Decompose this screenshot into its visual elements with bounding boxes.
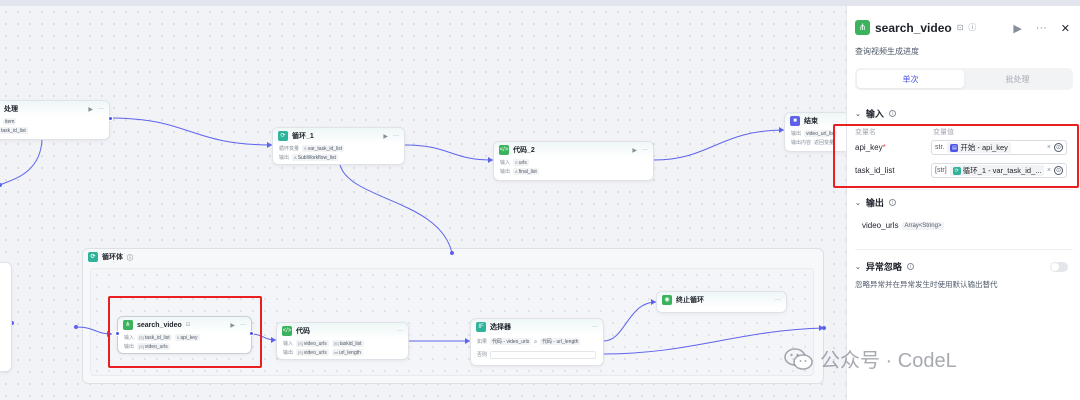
if-icon: IF: [476, 322, 486, 332]
info-icon: i: [888, 199, 896, 206]
exception-section-header[interactable]: ⌄ 异常忽略 i: [855, 260, 914, 273]
run-icon[interactable]: ▶: [383, 133, 388, 140]
info-icon: i: [906, 263, 914, 270]
input-handle[interactable]: [115, 331, 120, 336]
tab-single[interactable]: 单次: [857, 70, 964, 88]
edge-code2-end: [653, 129, 785, 161]
watermark: 公众号 · CodeL: [784, 344, 957, 373]
clear-icon[interactable]: ×: [1046, 144, 1051, 151]
node-selector[interactable]: IF 选择器 ··· 如果 代码 - video_urls ≥ 代码 - url…: [470, 318, 604, 366]
clear-icon[interactable]: ×: [1046, 167, 1052, 174]
loop-body-title: ⟳ 循环体 ⓘ: [88, 252, 133, 262]
end-icon: ■: [790, 116, 800, 126]
node-terminate-loop[interactable]: ◉ 终止循环 ···: [656, 291, 787, 313]
edge-batch-loop1: [109, 117, 273, 146]
node-left-partial[interactable]: [0, 262, 12, 372]
more-icon[interactable]: ···: [592, 324, 598, 330]
mode-tabs: 单次 批处理: [855, 68, 1073, 90]
info-icon: i: [888, 110, 896, 117]
highlight-box: [108, 296, 262, 368]
code-icon: </>: [282, 326, 292, 336]
tag-icon: ⊡: [956, 23, 964, 32]
more-icon[interactable]: ···: [775, 297, 781, 303]
edges-layer: [0, 117, 826, 355]
divider: [855, 249, 1073, 250]
top-bar: [0, 0, 1080, 6]
start-icon: ▤: [950, 143, 959, 152]
code-icon: </>: [499, 145, 509, 155]
loop-icon: ⟳: [88, 252, 98, 262]
param-name-task-id-list: task_id_list: [855, 166, 895, 175]
param-value-task-id-list[interactable]: [str] ⟳循环_1 - var_task_id_... × ⊙: [931, 163, 1067, 178]
output-handle[interactable]: [249, 331, 254, 336]
more-icon[interactable]: ···: [240, 321, 246, 328]
param-value-api-key[interactable]: str. ▤开始 - api_key × ⊙: [931, 140, 1067, 155]
tab-batch[interactable]: 批处理: [1005, 74, 1030, 84]
run-icon[interactable]: ▶: [632, 147, 637, 154]
edge-selector-terminate: [603, 301, 657, 342]
chevron-down-icon: ⌄: [855, 263, 861, 271]
more-icon[interactable]: ···: [393, 132, 399, 139]
more-icon[interactable]: ···: [642, 146, 648, 153]
param-name-api-key: api_key*: [855, 143, 886, 152]
inputs-section-header[interactable]: ⌄ 输入 i: [855, 107, 896, 120]
col-value-header: 变量值: [933, 129, 954, 136]
plugin-icon: ⋔: [123, 320, 133, 330]
divider: [855, 189, 1073, 190]
output-handle[interactable]: [108, 116, 113, 121]
run-icon[interactable]: ▶: [1013, 23, 1022, 35]
col-name-header: 变量名: [855, 129, 876, 136]
exception-ignore-toggle[interactable]: [1050, 262, 1068, 272]
more-icon[interactable]: ···: [397, 328, 403, 334]
variable-settings-icon[interactable]: ⊙: [1054, 143, 1063, 152]
edge-batch-left: [0, 139, 43, 186]
loop-icon: ⟳: [278, 131, 288, 141]
run-icon[interactable]: ▶: [88, 106, 93, 113]
terminate-icon: ◉: [662, 295, 672, 305]
run-icon[interactable]: ▶: [230, 322, 235, 329]
panel-description: 查询视频生成进度: [855, 47, 919, 56]
edge-loop1-loopbody: [339, 164, 453, 254]
exception-description: 忽略异常并在异常发生时使用默认输出替代: [855, 280, 998, 289]
node-batch[interactable]: 处理 ▶··· item task_id_list: [0, 100, 110, 140]
more-icon[interactable]: ···: [98, 105, 104, 112]
chevron-down-icon: ⌄: [855, 110, 861, 118]
tag-icon: ⊡: [185, 322, 190, 328]
info-icon: ⓘ: [968, 23, 977, 32]
edge-loop1-code2: [404, 144, 494, 161]
highlight-box: [833, 124, 1079, 188]
variable-settings-icon[interactable]: ⊙: [1054, 166, 1063, 175]
more-icon[interactable]: ···: [1035, 22, 1047, 34]
edge-selector-else: [603, 327, 825, 355]
info-icon: ⓘ: [127, 255, 134, 262]
node-config-panel: ⋔ search_video ⊡ ⓘ ▶ ··· ✕ 查询视频生成进度 单次 批…: [833, 6, 1080, 400]
wechat-icon: [784, 347, 814, 371]
node-code[interactable]: </> 代码 ··· 输入[S]video_urls[S]taskid_list…: [276, 322, 409, 360]
plugin-icon: ⋔: [855, 20, 870, 35]
output-variable: video_urls Array<String>: [862, 221, 944, 230]
chevron-down-icon: ⌄: [855, 199, 861, 207]
loop-icon: ⟳: [952, 166, 961, 175]
close-icon[interactable]: ✕: [1060, 23, 1070, 35]
outputs-section-header[interactable]: ⌄ 输出 i: [855, 196, 896, 209]
edge-loopbody-search: [75, 326, 113, 335]
